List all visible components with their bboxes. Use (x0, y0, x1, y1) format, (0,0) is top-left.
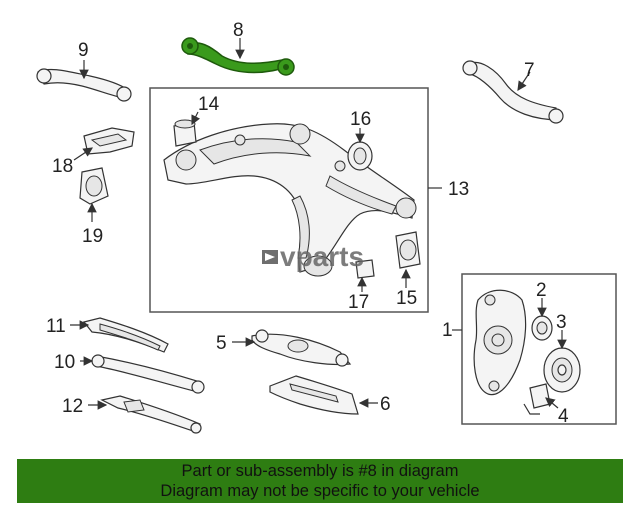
part-9-control-arm[interactable] (36, 68, 132, 102)
part-2-bushing[interactable] (531, 315, 553, 341)
leader-4 (545, 397, 559, 409)
part-7-control-arm[interactable] (462, 60, 564, 124)
part-15-mount[interactable] (395, 231, 421, 269)
knuckle-group-box (461, 273, 617, 425)
part-11-arm[interactable] (82, 317, 169, 353)
callout-2[interactable]: 2 (536, 280, 547, 301)
callout-13[interactable]: 13 (448, 179, 469, 200)
part-8-control-arm[interactable] (181, 37, 295, 76)
part-19-mount[interactable] (79, 167, 109, 205)
part-info-banner: Part or sub-assembly is #8 in diagram Di… (17, 459, 623, 503)
callout-1[interactable]: 1 (442, 320, 453, 341)
banner-line-2: Diagram may not be specific to your vehi… (160, 482, 480, 500)
part-18-bracket[interactable] (83, 127, 135, 155)
callout-9[interactable]: 9 (78, 40, 89, 61)
callout-3[interactable]: 3 (556, 312, 567, 333)
callout-7[interactable]: 7 (524, 60, 535, 81)
part-10-link[interactable] (91, 354, 205, 394)
subframe-group-box (149, 87, 429, 313)
callout-16[interactable]: 16 (350, 109, 371, 130)
callout-11[interactable]: 11 (46, 316, 66, 337)
leader-7 (517, 71, 531, 91)
callout-19[interactable]: 19 (82, 226, 103, 247)
part-17-bushing[interactable] (355, 259, 375, 279)
banner-line-1: Part or sub-assembly is #8 in diagram (181, 462, 459, 480)
callout-17[interactable]: 17 (348, 292, 369, 313)
callout-5[interactable]: 5 (216, 333, 227, 354)
leader-14 (191, 111, 201, 126)
part-6-shield[interactable] (269, 375, 359, 415)
part-3-hub-bearing[interactable] (543, 347, 581, 393)
callout-15[interactable]: 15 (396, 288, 417, 309)
callout-6[interactable]: 6 (380, 394, 391, 415)
callout-4[interactable]: 4 (558, 406, 569, 427)
svg-text:vparts: vparts (280, 241, 364, 272)
part-4-bracket[interactable] (523, 383, 551, 415)
part-1-knuckle[interactable] (473, 289, 527, 396)
part-5-lower-arm[interactable] (251, 329, 352, 367)
part-16-bushing[interactable] (347, 141, 373, 171)
vparts-watermark-logo: vparts (262, 241, 364, 272)
callout-12[interactable]: 12 (62, 396, 83, 417)
callout-10[interactable]: 10 (54, 352, 75, 373)
callout-8[interactable]: 8 (233, 20, 244, 41)
leader-18 (73, 147, 93, 161)
part-14-bushing[interactable] (173, 119, 197, 147)
callout-18[interactable]: 18 (52, 156, 73, 177)
callout-14[interactable]: 14 (198, 94, 220, 115)
part-12-link[interactable] (100, 395, 202, 434)
